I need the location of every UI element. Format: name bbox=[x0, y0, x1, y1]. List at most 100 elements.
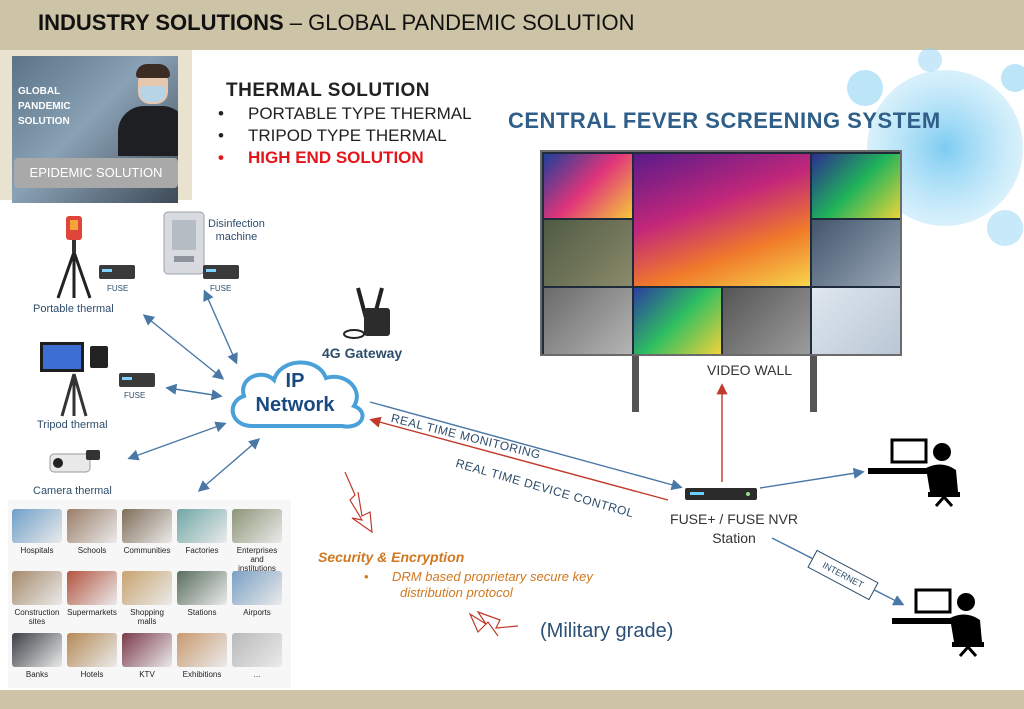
vertical-tile: ... bbox=[232, 633, 282, 679]
vertical-label: Communities bbox=[123, 546, 171, 555]
vertical-label: Airports bbox=[243, 608, 271, 617]
page-title: INDUSTRY SOLUTIONS – GLOBAL PANDEMIC SOL… bbox=[38, 10, 635, 35]
vertical-thumbnail bbox=[122, 633, 172, 667]
tripod-thermal-icon bbox=[40, 342, 108, 417]
tripod-thermal-label: Tripod thermal bbox=[37, 419, 108, 431]
encryption-zigzag-icon bbox=[344, 471, 373, 534]
vertical-tile: Factories bbox=[177, 509, 227, 555]
vertical-label: Hotels bbox=[80, 670, 104, 679]
camera-feed bbox=[544, 220, 632, 286]
vertical-thumbnail bbox=[232, 571, 282, 605]
vertical-thumbnail bbox=[12, 509, 62, 543]
vertical-thumbnail bbox=[67, 633, 117, 667]
vertical-tile: Communities bbox=[122, 509, 172, 555]
camera-thermal-label: Camera thermal bbox=[33, 485, 112, 497]
vertical-label: Banks bbox=[25, 670, 49, 679]
vertical-label: Factories bbox=[185, 546, 219, 555]
vertical-tile: Enterprises and institutions bbox=[232, 509, 282, 573]
cloud-icon bbox=[230, 360, 365, 429]
vertical-thumbnail bbox=[12, 633, 62, 667]
thermal-solution-title: THERMAL SOLUTION bbox=[226, 80, 430, 101]
vertical-thumbnail bbox=[177, 633, 227, 667]
header-bar: INDUSTRY SOLUTIONS – GLOBAL PANDEMIC SOL… bbox=[0, 0, 1024, 50]
gateway-label: 4G Gateway bbox=[322, 345, 403, 361]
vertical-tile: Banks bbox=[12, 633, 62, 679]
vertical-label: Hospitals bbox=[20, 546, 54, 555]
security-title: Security & Encryption bbox=[318, 549, 465, 565]
fuse-label: FUSE bbox=[107, 284, 129, 293]
stand-leg bbox=[632, 356, 639, 412]
portable-thermal-label: Portable thermal bbox=[33, 303, 114, 315]
military-grade-label: (Military grade) bbox=[540, 620, 674, 642]
link-monitoring bbox=[369, 401, 683, 491]
link-disinfection bbox=[203, 289, 238, 365]
vertical-label: Schools bbox=[77, 546, 107, 555]
footer-bar bbox=[0, 690, 1024, 709]
encryption-zigzag-icon bbox=[468, 610, 519, 637]
vertical-label: KTV bbox=[139, 670, 155, 679]
vertical-tile: Hotels bbox=[67, 633, 117, 679]
vertical-thumbnail bbox=[177, 571, 227, 605]
video-wall-display bbox=[540, 150, 902, 356]
camera-feed bbox=[723, 288, 810, 354]
industry-verticals-grid: Hospitals Schools Communities Factories Ente… bbox=[8, 500, 291, 688]
list-item-highlight: •HIGH END SOLUTION bbox=[218, 148, 424, 167]
vertical-thumbnail bbox=[67, 509, 117, 543]
gateway-router-icon bbox=[343, 287, 390, 339]
epidemic-solution-button[interactable]: EPIDEMIC SOLUTION bbox=[14, 158, 178, 188]
vertical-label: Supermarkets bbox=[67, 608, 117, 617]
camera-feed bbox=[812, 220, 900, 286]
vertical-label: Shopping malls bbox=[130, 608, 164, 626]
remote-workstation-icon bbox=[892, 588, 984, 657]
vertical-label: ... bbox=[253, 670, 261, 679]
thermal-feed bbox=[812, 154, 900, 218]
thermal-feed bbox=[544, 154, 632, 218]
link-station bbox=[759, 467, 865, 489]
fuse-device-icon bbox=[119, 373, 155, 387]
promo-text: GLOBAL PANDEMIC SOLUTION bbox=[18, 86, 71, 127]
map-feed bbox=[812, 288, 900, 354]
vertical-tile: Schools bbox=[67, 509, 117, 555]
link-control bbox=[369, 416, 669, 501]
vertical-thumbnail bbox=[177, 509, 227, 543]
camera-feed bbox=[544, 288, 632, 354]
disinfection-label: Disinfection machine bbox=[208, 218, 265, 243]
stand-leg bbox=[810, 356, 817, 412]
link-portable bbox=[142, 314, 225, 380]
fuse-label: FUSE bbox=[124, 391, 146, 400]
list-item: •TRIPOD TYPE THERMAL bbox=[218, 126, 447, 145]
vertical-thumbnail bbox=[12, 571, 62, 605]
vertical-thumbnail bbox=[232, 509, 282, 543]
vertical-thumbnail bbox=[122, 509, 172, 543]
video-wall-label: VIDEO WALL bbox=[707, 362, 793, 378]
thermal-feed bbox=[634, 288, 721, 354]
fuse-device-icon bbox=[99, 265, 135, 279]
list-item: •PORTABLE TYPE THERMAL bbox=[218, 104, 472, 123]
thermal-feed-main bbox=[634, 154, 810, 286]
vertical-thumbnail bbox=[67, 571, 117, 605]
fuse-device-icon bbox=[203, 265, 239, 279]
link-verticals bbox=[197, 438, 261, 492]
portable-thermal-icon bbox=[56, 216, 92, 299]
link-camera bbox=[127, 421, 227, 461]
virus-illustration bbox=[847, 48, 1024, 246]
vertical-tile: Airports bbox=[232, 571, 282, 617]
vertical-tile: Stations bbox=[177, 571, 227, 617]
ip-network-label: IP Network bbox=[255, 370, 335, 416]
central-screening-title: CENTRAL FEVER SCREENING SYSTEM bbox=[508, 108, 941, 133]
vertical-thumbnail bbox=[232, 633, 282, 667]
disinfection-machine-icon bbox=[163, 211, 205, 275]
security-item: •DRM based proprietary secure key bbox=[364, 569, 593, 584]
vertical-label: Enterprises and institutions bbox=[236, 546, 278, 573]
operator-workstation-icon bbox=[868, 438, 960, 507]
vertical-label: Construction sites bbox=[14, 608, 60, 626]
vertical-label: Exhibitions bbox=[182, 670, 222, 679]
vertical-tile: Construction sites bbox=[12, 571, 62, 626]
vertical-tile: Shopping malls bbox=[122, 571, 172, 626]
thermal-solution-list: •PORTABLE TYPE THERMAL •TRIPOD TYPE THER… bbox=[218, 103, 472, 169]
nvr-station-label: FUSE+ / FUSE NVR Station bbox=[670, 511, 798, 546]
vertical-label: Stations bbox=[187, 608, 217, 617]
vertical-tile: Exhibitions bbox=[177, 633, 227, 679]
epidemic-promo: GLOBAL PANDEMIC SOLUTION EPIDEMIC SOLUTI… bbox=[0, 50, 192, 203]
nvr-device-icon bbox=[685, 488, 757, 500]
